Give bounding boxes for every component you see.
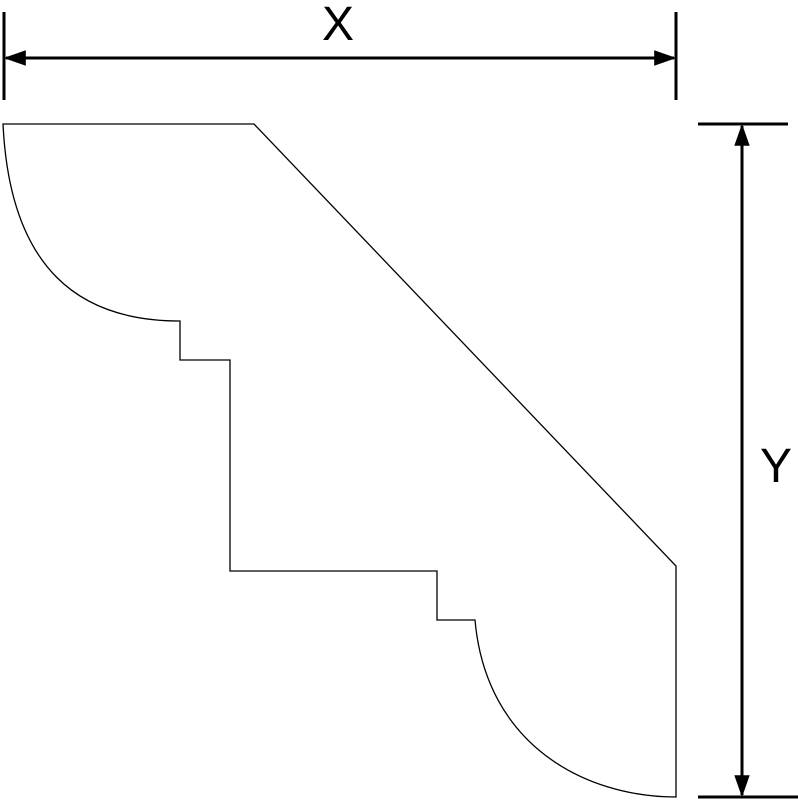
molding-profile-outline bbox=[2, 123, 677, 798]
height-label: Y bbox=[760, 440, 792, 493]
width-dimension: X bbox=[2, 0, 678, 100]
height-dimension: Y bbox=[698, 122, 798, 799]
width-label: X bbox=[322, 0, 354, 51]
